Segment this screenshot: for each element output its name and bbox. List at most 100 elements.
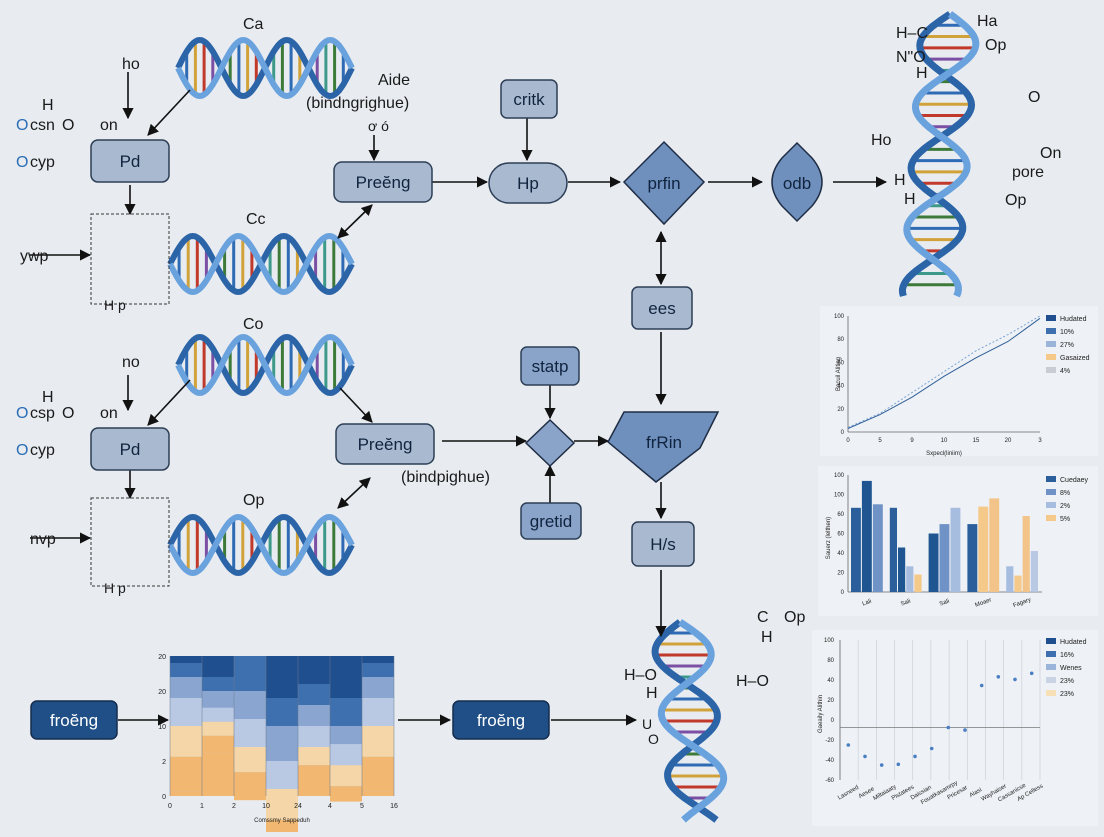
bar-chart-legend-label: Cuedaey [1060, 477, 1089, 484]
scatter-chart-legend-swatch [1046, 690, 1056, 696]
bar-chart-bar [889, 507, 897, 592]
label-csp: csp [30, 405, 55, 422]
scatter-chart-point [963, 728, 967, 732]
scatter-chart: 1008040200-20-40-60LasneedAeseeMiltaiaat… [812, 630, 1098, 826]
node-ees-label: ees [648, 299, 675, 318]
label-on-1: on [100, 117, 118, 134]
bar-chart-y-tick: 60 [837, 512, 844, 518]
label-mol-h: H [916, 65, 928, 82]
node-decision-diamond[interactable] [524, 418, 576, 468]
bar-chart-x-tick: Lali [862, 599, 873, 608]
node-pd-top[interactable]: Pd [90, 139, 170, 183]
node-prfin-diamond[interactable]: prfin [622, 140, 706, 226]
area-chart-band [298, 656, 330, 684]
label-bm-c: C [757, 609, 769, 626]
label-bm-u: U [642, 716, 652, 732]
node-hp[interactable]: Hp [488, 162, 568, 204]
node-critk[interactable]: critk [500, 79, 558, 119]
node-froeng-left-label: froĕng [50, 711, 98, 730]
node-odb[interactable]: odb [771, 141, 823, 223]
line-chart-series-line [847, 315, 1041, 428]
node-pd-top-label: Pd [120, 152, 141, 171]
bar-chart-bar [1022, 516, 1030, 592]
label-binding-top: (bindngrighue) [306, 95, 409, 112]
label-no: no [122, 354, 140, 371]
line-chart-legend-swatch [1046, 367, 1056, 373]
area-chart-band [330, 744, 362, 766]
node-ees[interactable]: ees [631, 286, 693, 330]
scatter-chart-point [946, 725, 951, 730]
node-froeng-left[interactable]: froĕng [30, 700, 118, 740]
scatter-chart-point [896, 762, 901, 767]
node-frrin[interactable]: frRin [607, 411, 720, 483]
bar-chart-bar [928, 533, 939, 592]
label-mol-op: Op [985, 37, 1006, 54]
node-preeng-top[interactable]: Preĕng [333, 161, 433, 203]
label-nvp: nvp [30, 531, 56, 548]
bar-chart-x-tick: Sali [939, 599, 950, 608]
area-chart-band [362, 698, 394, 726]
bar-chart-bar [872, 504, 883, 593]
scatter-chart-legend-label: Wenes [1060, 665, 1082, 672]
node-pd-bottom-label: Pd [120, 440, 141, 459]
area-chart-band [266, 789, 298, 820]
area-chart-band [266, 761, 298, 789]
scatter-chart-legend-swatch [1046, 638, 1056, 644]
diagram-labels: ho no Ca Cc Co Op Aide (bindngrighue) (b… [16, 13, 1061, 747]
bar-chart-bar [898, 547, 906, 592]
bar-chart-y-tick: 0 [841, 590, 845, 596]
label-ho: ho [122, 56, 140, 73]
area-chart-band [330, 726, 362, 745]
bar-chart-bar [989, 498, 1000, 592]
node-hs[interactable]: H/s [631, 521, 695, 567]
bar-chart-bar [906, 566, 914, 592]
scatter-chart-y-tick: 80 [827, 658, 834, 664]
label-mol-h3: H [904, 191, 916, 208]
node-preeng-top-label: Preĕng [356, 173, 411, 192]
node-statp[interactable]: statp [520, 346, 580, 386]
bar-chart-bar [861, 480, 872, 592]
node-preeng-bottom[interactable]: Preĕng [335, 423, 435, 465]
label-bm-h2: H [646, 685, 658, 702]
bar-chart-legend-swatch [1046, 476, 1056, 482]
label-cc: Cc [246, 211, 266, 228]
label-h-top: H [42, 97, 54, 114]
line-chart-y-tick: 0 [841, 430, 845, 436]
area-chart-band [266, 698, 298, 726]
area-chart-y-tick: 0 [162, 794, 166, 801]
scatter-chart-y-tick: 40 [827, 678, 834, 684]
area-chart-band [362, 656, 394, 663]
node-froeng-right[interactable]: froĕng [452, 700, 550, 740]
area-chart-band [234, 656, 266, 691]
line-chart-x-tick: 5 [878, 438, 882, 444]
line-chart-y-tick: 100 [834, 314, 845, 320]
area-chart-band [170, 698, 202, 726]
label-o-blue-1: O [16, 117, 28, 134]
helix-strand [903, 11, 980, 298]
scatter-chart-point [979, 683, 984, 688]
dna-helix [175, 36, 355, 100]
label-mol-op2: Op [1005, 192, 1026, 209]
area-chart-band [298, 765, 330, 782]
scatter-chart-y-tick: 20 [827, 698, 834, 704]
node-frrin-label: frRin [646, 433, 682, 452]
node-gretid[interactable]: gretid [520, 502, 582, 540]
bar-chart-y-tick: 100 [834, 493, 845, 499]
bar-chart-y-tick: 60 [837, 532, 844, 538]
line-chart-legend-swatch [1046, 328, 1056, 334]
area-chart-band [234, 719, 266, 747]
area-chart-x-tick: 5 [360, 803, 364, 810]
line-chart-legend-label: Hudated [1060, 316, 1087, 323]
bar-chart-bar [967, 524, 978, 592]
scatter-chart-point [1029, 671, 1034, 676]
scatter-chart-legend-swatch [1046, 664, 1056, 670]
scatter-chart-legend-swatch [1046, 677, 1056, 683]
bar-chart-bar [914, 574, 922, 593]
label-mol-ho: Ho [871, 132, 892, 149]
label-cyp-1: cyp [30, 154, 55, 171]
node-pd-bottom[interactable]: Pd [90, 427, 170, 471]
node-preeng-bottom-label: Preĕng [358, 435, 413, 454]
